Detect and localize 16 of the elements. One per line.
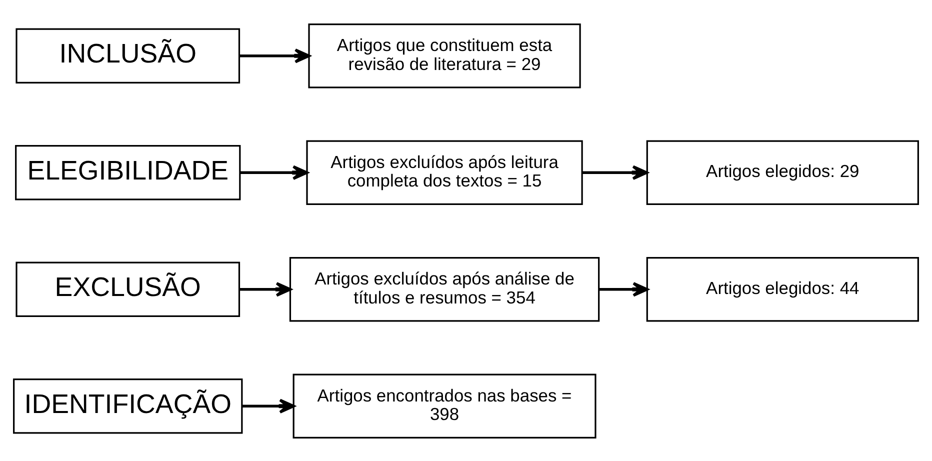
arrow bbox=[242, 398, 295, 413]
node-box: EXCLUSÃO bbox=[16, 261, 240, 316]
node-box: Artigos excluídos após leitura completa dos textos = 15 bbox=[306, 140, 583, 204]
node-box: Artigos que constituem esta revisão de literatura = 29 bbox=[308, 23, 581, 88]
arrow bbox=[240, 164, 308, 180]
node-box: INCLUSÃO bbox=[16, 28, 240, 84]
node-box: IDENTIFICAÇÃO bbox=[13, 378, 243, 434]
arrow bbox=[239, 48, 310, 63]
node-box: Artigos elegidos: 44 bbox=[646, 256, 919, 322]
node-box: Artigos excluídos após análise de títulos e resumos = 354 bbox=[289, 256, 600, 322]
arrow bbox=[598, 281, 648, 296]
node-box: Artigos encontrados nas bases = 398 bbox=[292, 373, 596, 438]
node-box: ELEGIBILIDADE bbox=[15, 144, 241, 200]
node-box: Artigos elegidos: 29 bbox=[646, 140, 919, 204]
arrow bbox=[239, 281, 292, 296]
arrow bbox=[582, 164, 648, 180]
